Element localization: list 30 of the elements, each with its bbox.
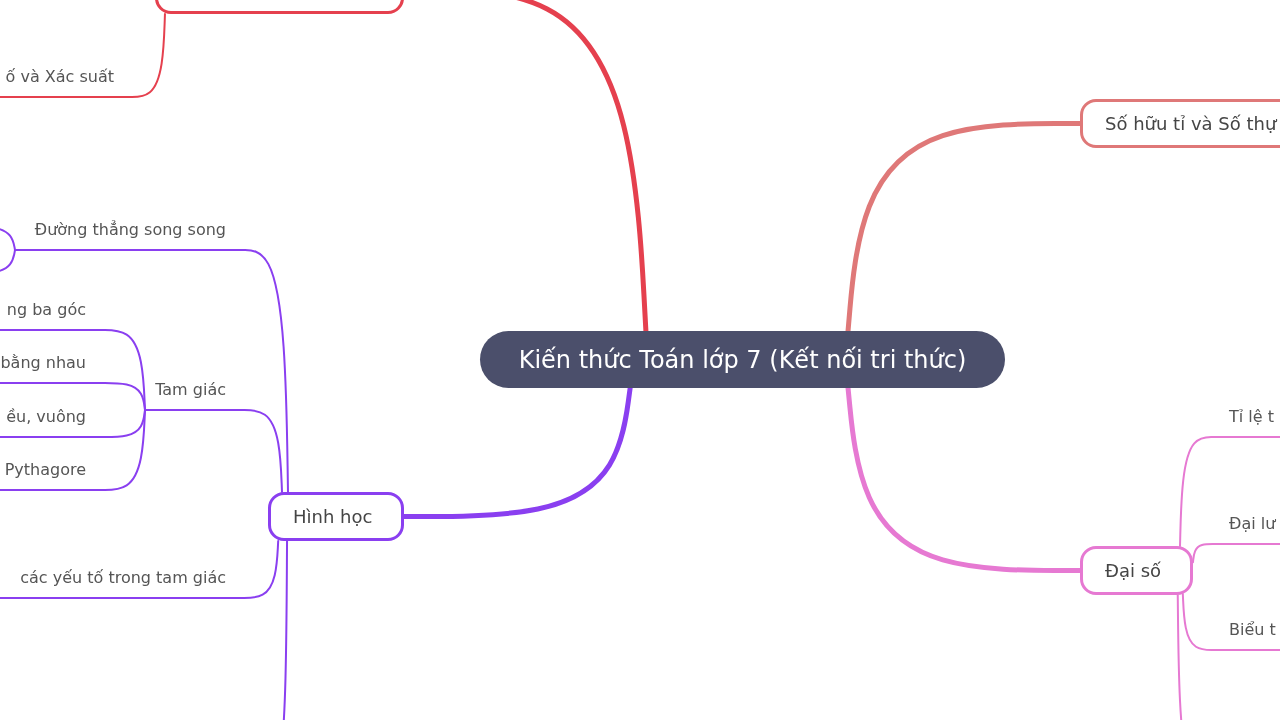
- subtopic-label: ố và Xác suất: [0, 67, 128, 98]
- branch-line: [1192, 543, 1216, 564]
- topic-label: Số hữu tỉ và Số thự: [1105, 113, 1277, 134]
- branch-line: [1181, 593, 1216, 651]
- central-topic-box: [480, 331, 1005, 388]
- subtopic-label: Tỉ lệ t: [1215, 407, 1280, 438]
- topic-box: [268, 492, 404, 541]
- subtopic-label: Đường thẳng song song: [15, 220, 240, 251]
- branch-line: [99, 409, 146, 491]
- subtopic-label: các yếu tố trong tam giác: [0, 568, 240, 599]
- branch-line: [127, 13, 166, 98]
- subtopic-label: ng ba góc: [0, 300, 100, 331]
- subtopic-label: Tam giác: [145, 380, 240, 411]
- branch-line: [239, 249, 289, 493]
- subtopic-label: bằng nhau: [0, 353, 100, 384]
- branch-line: [1179, 436, 1216, 547]
- branch-line: [0, 249, 16, 275]
- subtopic-label: Pythagore: [0, 460, 100, 491]
- branch-line: [99, 382, 146, 411]
- branch-line: [239, 409, 283, 493]
- branch-line: [0, 225, 16, 251]
- central-topic-title: Kiến thức Toán lớp 7 (Kết nối tri thức): [518, 345, 967, 374]
- branch-line: [239, 540, 280, 599]
- subtopic-label: ều, vuông: [0, 407, 100, 438]
- topic-box: [1080, 546, 1193, 595]
- subtopic-label: Đại lư: [1215, 514, 1280, 545]
- topic-label: Hình học: [293, 506, 373, 527]
- topic-label: Đại số: [1105, 560, 1162, 581]
- subtopic-label: Biểu t: [1215, 620, 1280, 651]
- topic-box: [1080, 99, 1280, 148]
